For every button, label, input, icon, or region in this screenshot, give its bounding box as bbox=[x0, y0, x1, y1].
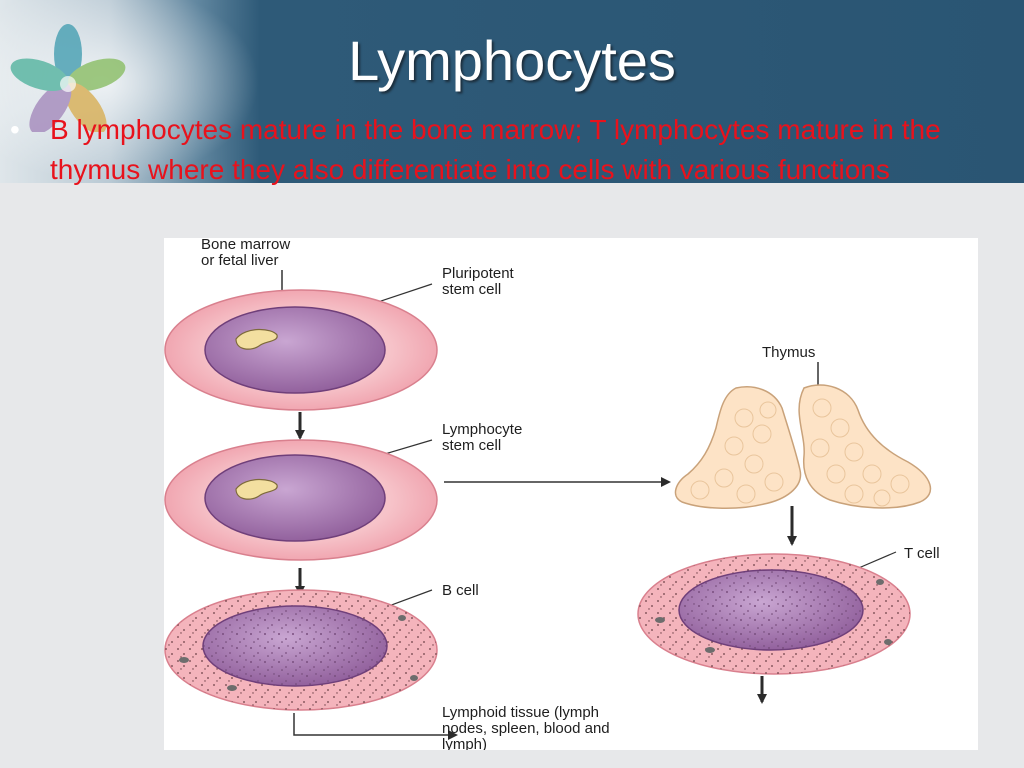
nucleolus bbox=[235, 328, 278, 350]
label-lymphoid-2: nodes, spleen, blood and bbox=[442, 720, 610, 737]
lymphocyte-diagram: Bone marrow or fetal liver Pluripotent s… bbox=[164, 238, 978, 750]
t-cell bbox=[637, 553, 911, 675]
b-cell bbox=[164, 589, 438, 711]
nucleolus bbox=[235, 478, 278, 500]
lymphocyte-stem-cell bbox=[164, 439, 438, 561]
label-bone-marrow-2: or fetal liver bbox=[201, 252, 279, 269]
label-lymphocyte-stem-2: stem cell bbox=[442, 437, 501, 454]
thymus-organ bbox=[674, 384, 932, 509]
label-t-cell: T cell bbox=[904, 545, 940, 562]
pluripotent-stem-cell bbox=[164, 289, 438, 411]
label-lymphocyte-stem-1: Lymphocyte bbox=[442, 421, 522, 438]
label-bone-marrow-1: Bone marrow bbox=[201, 238, 290, 253]
bullet-marker: • bbox=[10, 114, 20, 145]
label-lymphoid-1: Lymphoid tissue (lymph bbox=[442, 704, 599, 721]
label-pluripotent-1: Pluripotent bbox=[442, 265, 515, 282]
leader-t-cell bbox=[853, 551, 897, 571]
label-b-cell: B cell bbox=[442, 582, 479, 599]
flower-logo-icon bbox=[10, 24, 126, 132]
label-pluripotent-2: stem cell bbox=[442, 281, 501, 298]
leader-pluripotent bbox=[377, 283, 433, 303]
label-thymus: Thymus bbox=[762, 344, 815, 361]
slide-title: Lymphocytes bbox=[348, 29, 676, 92]
header-glow bbox=[0, 0, 260, 183]
label-lymphoid-3: lymph) bbox=[442, 736, 487, 750]
header-band bbox=[0, 0, 1024, 183]
bullet-text: B lymphocytes mature in the bone marrow;… bbox=[50, 114, 941, 185]
arrow-to-lymphoid bbox=[293, 713, 458, 740]
